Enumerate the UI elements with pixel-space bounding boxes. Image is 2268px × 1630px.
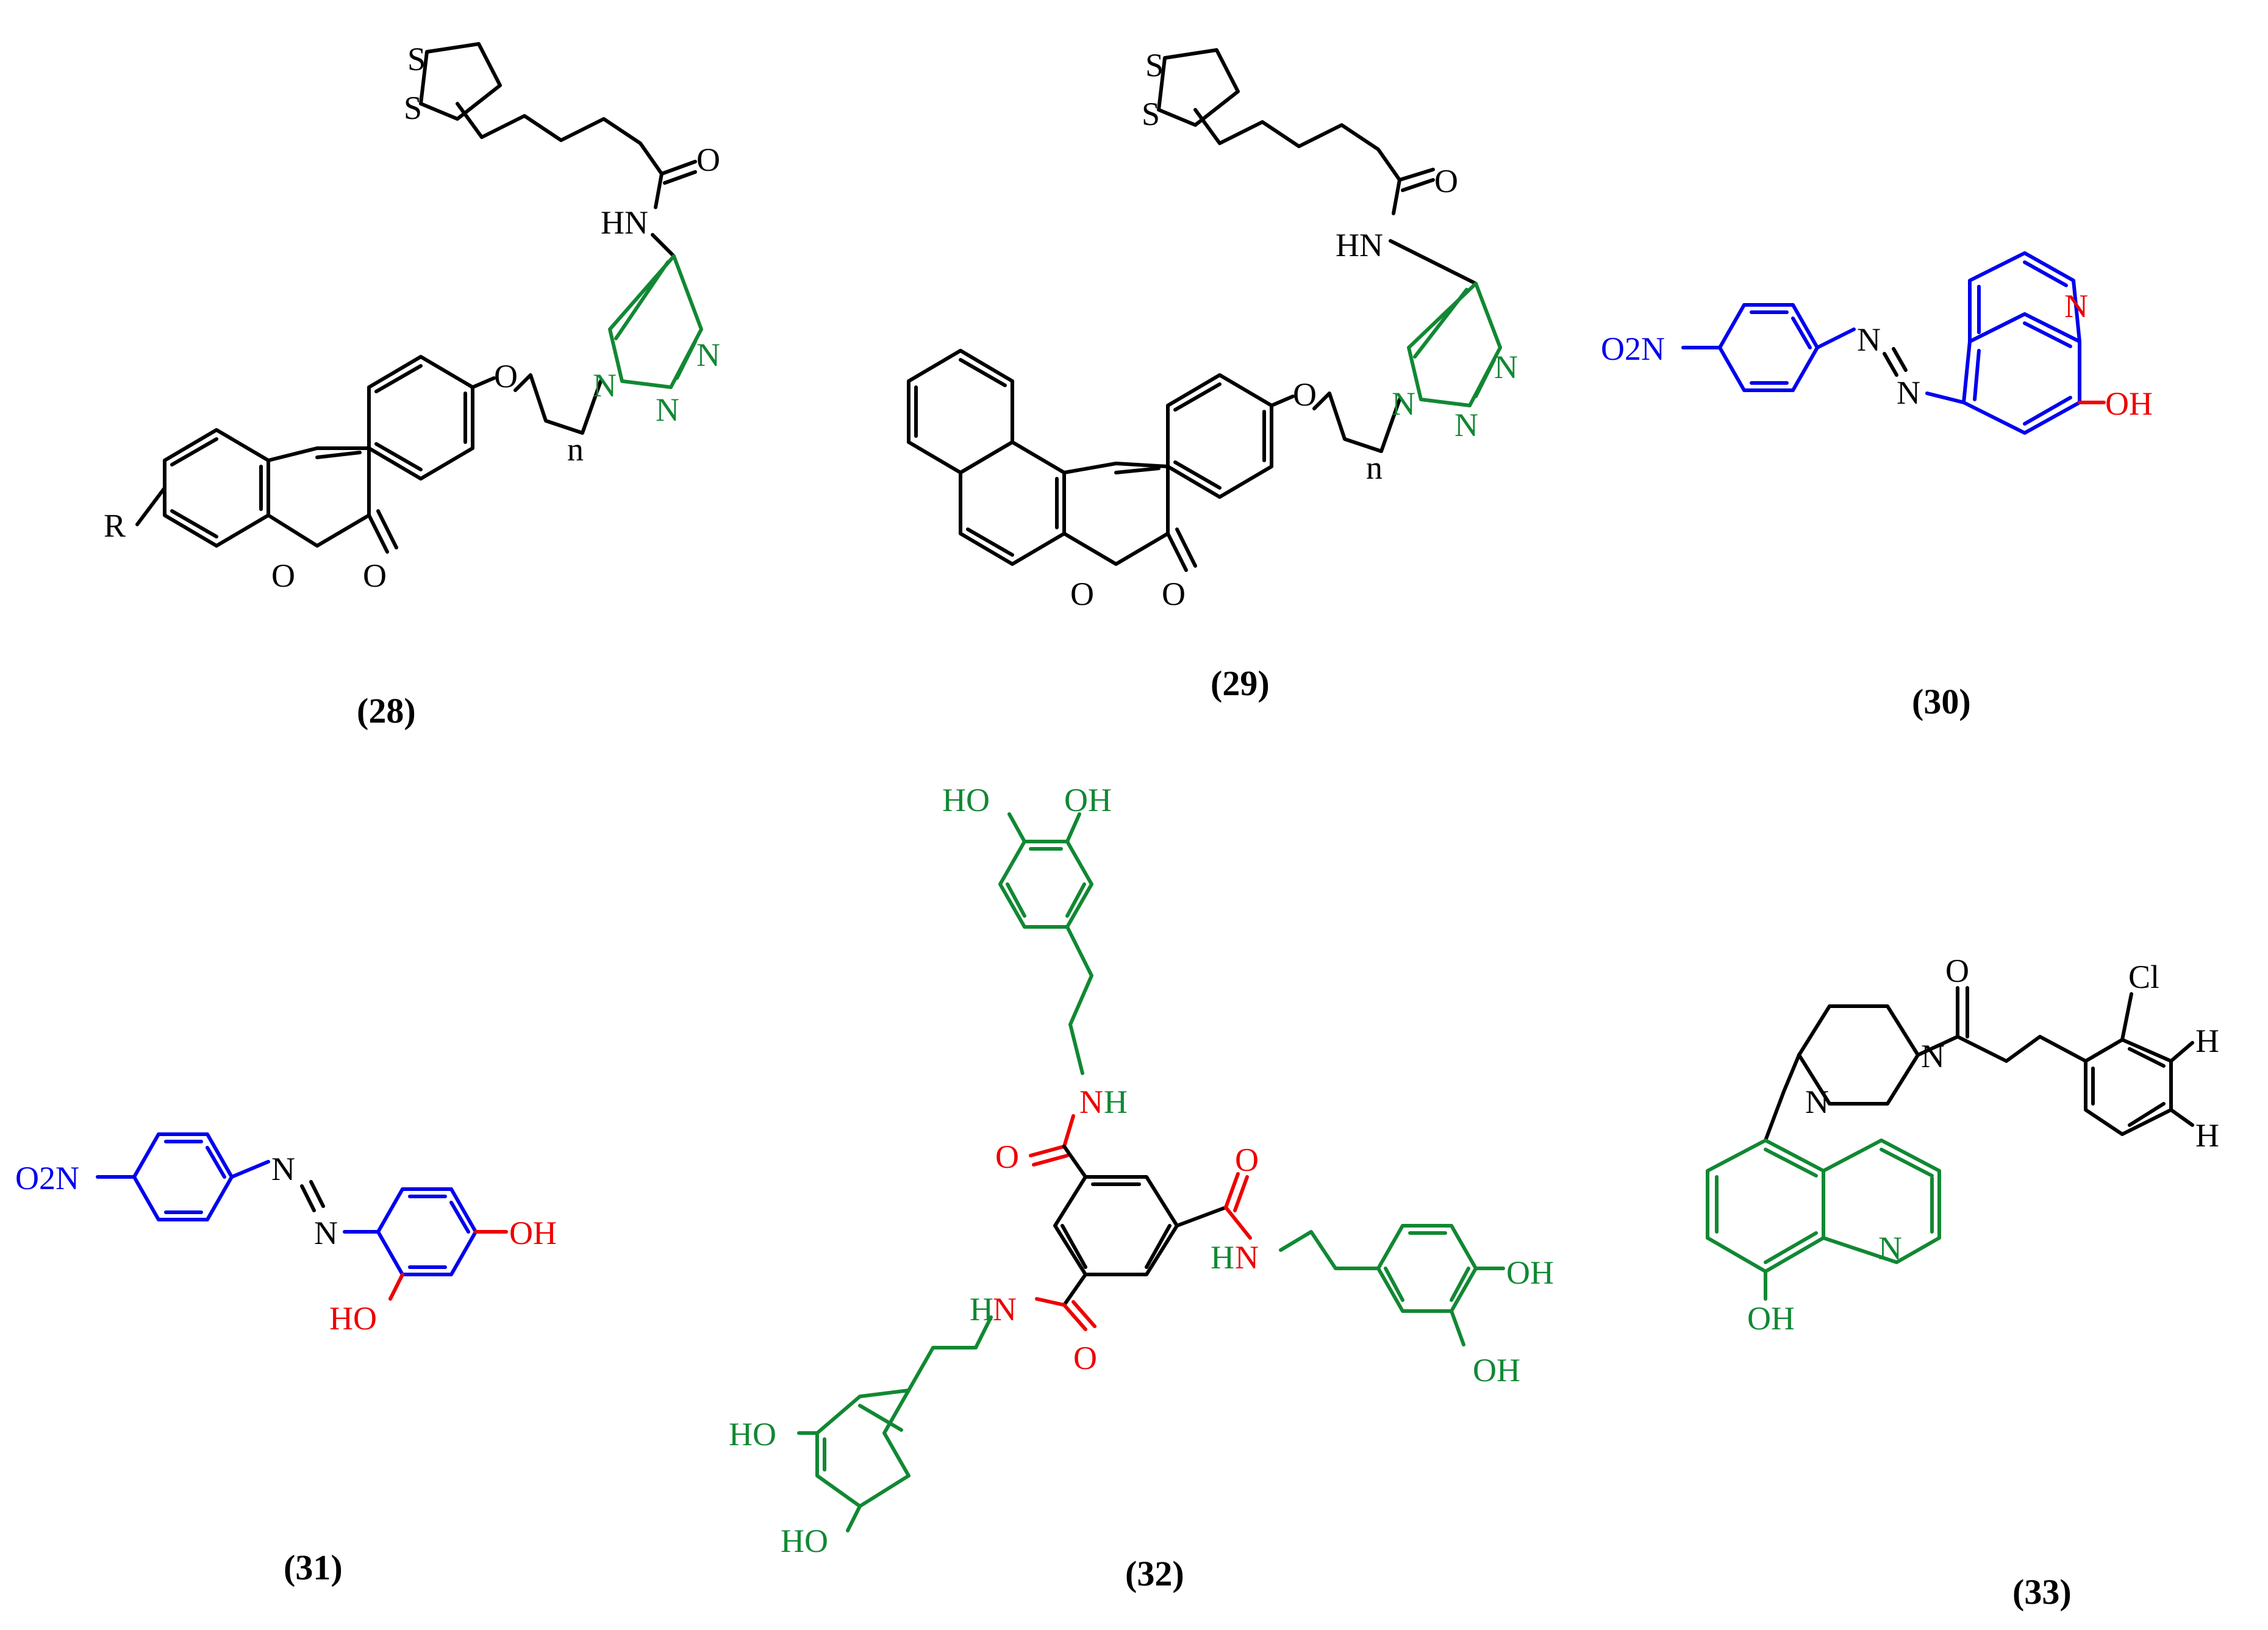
atom-h: H xyxy=(2195,1023,2219,1059)
atom-oh: OH xyxy=(2105,385,2153,422)
atom-ho: HO xyxy=(781,1523,828,1559)
compound-label-32: (32) xyxy=(1125,1554,1184,1593)
atom-o2n: O2N xyxy=(15,1160,79,1196)
atom-s: S xyxy=(1142,96,1160,132)
compound-31 xyxy=(96,1132,508,1301)
atom-o: O xyxy=(995,1138,1019,1175)
atom-h: H xyxy=(2195,1117,2219,1154)
compound-label-28: (28) xyxy=(357,691,416,731)
atom-o: O xyxy=(1945,953,1969,989)
atom-o: O xyxy=(1235,1142,1259,1178)
compound-labels: (28) (29) (30) (31) (32) (33) xyxy=(284,663,2072,1612)
atom-h: H xyxy=(1211,1239,1234,1276)
compound-28 xyxy=(135,42,703,554)
atom-n: N xyxy=(314,1215,338,1251)
atom-n: N xyxy=(1454,407,1478,443)
compound-label-33: (33) xyxy=(2012,1572,2072,1612)
atom-n: N xyxy=(1079,1084,1103,1120)
atom-o: O xyxy=(1070,576,1094,612)
atom-n: N xyxy=(1897,374,1920,411)
compound-30 xyxy=(1681,251,2106,435)
compound-label-31: (31) xyxy=(284,1548,343,1587)
atom-n: N xyxy=(1921,1038,1945,1074)
atom-o: O xyxy=(1162,576,1186,612)
atom-ho: HO xyxy=(729,1416,776,1453)
atom-o: O xyxy=(1073,1340,1097,1376)
atom-n: N xyxy=(656,391,679,428)
atom-n-repeat: n xyxy=(567,431,584,468)
compound-label-29: (29) xyxy=(1211,663,1270,703)
compound-29 xyxy=(907,48,1502,572)
atom-n: N xyxy=(271,1151,295,1187)
atom-n: N xyxy=(1805,1084,1829,1120)
atom-labels: S S O HN N N N O n O O R S S O HN N N N … xyxy=(15,41,2219,1559)
compound-32 xyxy=(797,812,1505,1532)
atom-o: O xyxy=(1434,163,1458,199)
atom-s: S xyxy=(407,41,426,77)
atom-o: O xyxy=(363,557,387,594)
atom-oh: OH xyxy=(509,1215,557,1251)
atom-h: H xyxy=(1104,1084,1128,1120)
compound-label-30: (30) xyxy=(1912,682,1971,721)
atom-r: R xyxy=(104,507,126,544)
atom-n: N xyxy=(1878,1230,1902,1267)
atom-h: H xyxy=(970,1291,993,1328)
atom-s: S xyxy=(1145,47,1164,84)
atom-o: O xyxy=(271,557,295,594)
atom-n: N xyxy=(2064,288,2088,324)
atom-o2n: O2N xyxy=(1601,331,1665,367)
atom-ho: HO xyxy=(942,782,990,818)
atom-cl: Cl xyxy=(2128,959,2159,995)
atom-n: N xyxy=(1857,321,1881,358)
atom-n: N xyxy=(1494,349,1518,385)
atom-s: S xyxy=(404,90,422,126)
atom-n: N xyxy=(993,1291,1017,1328)
atom-oh: OH xyxy=(1064,782,1112,818)
atom-o: O xyxy=(1293,376,1317,413)
atom-n-repeat: n xyxy=(1366,449,1383,486)
atom-oh: OH xyxy=(1747,1300,1795,1337)
compound-33 xyxy=(1706,986,2194,1301)
atom-ho: HO xyxy=(329,1300,377,1337)
atom-n: N xyxy=(1235,1239,1259,1276)
atom-o: O xyxy=(696,141,720,178)
atom-n: N xyxy=(1392,385,1415,422)
atom-n: N xyxy=(696,337,720,373)
atom-hn: HN xyxy=(1336,227,1383,263)
atom-n: N xyxy=(593,367,617,404)
atom-oh: OH xyxy=(1473,1352,1520,1389)
atom-o: O xyxy=(494,358,518,395)
atom-hn: HN xyxy=(601,204,648,241)
atom-oh: OH xyxy=(1506,1254,1554,1291)
